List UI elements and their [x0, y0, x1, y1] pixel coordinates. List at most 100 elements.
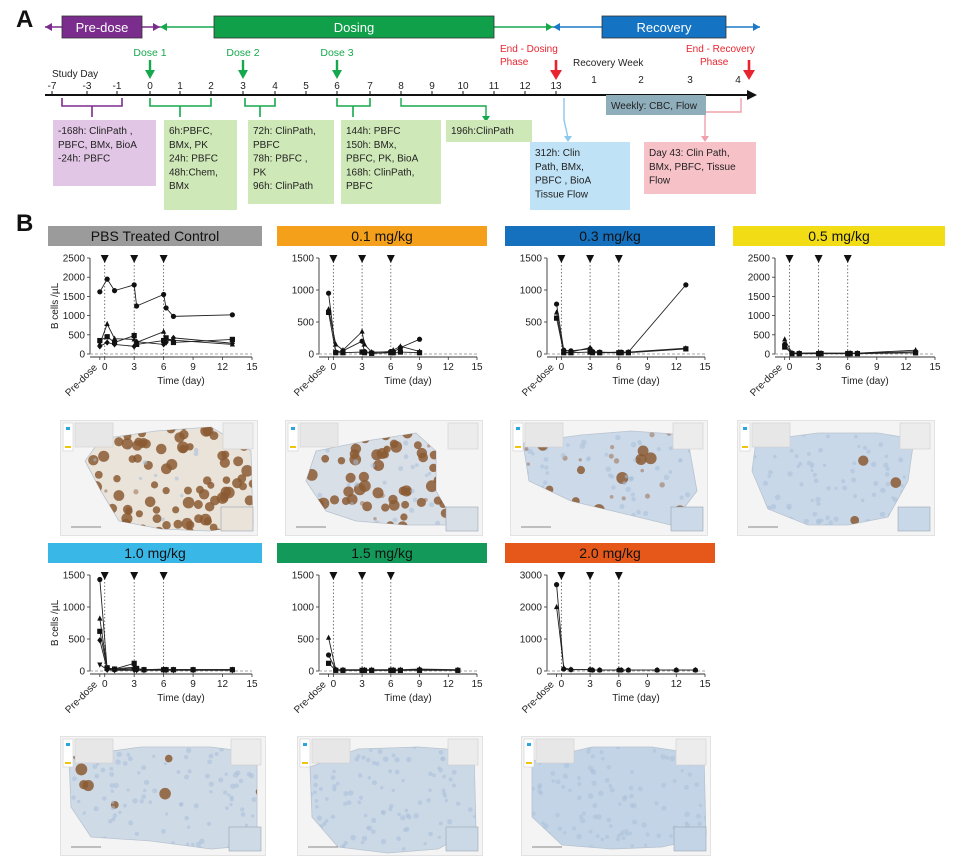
follicle-mark — [542, 480, 548, 485]
follicle-mark — [222, 790, 228, 795]
follicle-mark — [672, 778, 677, 784]
data-point — [111, 668, 118, 674]
end-recovery-label: End - Recovery — [686, 44, 755, 55]
y-tick-label: 1500 — [292, 254, 315, 265]
data-point — [163, 335, 169, 341]
data-point — [625, 666, 631, 673]
navigator-marker-icon — [516, 427, 520, 430]
follicle-mark — [448, 777, 453, 782]
follicle-mark — [841, 479, 846, 484]
follicle-mark — [353, 459, 359, 465]
data-series — [325, 634, 461, 672]
follicle-mark — [898, 457, 904, 463]
data-point — [97, 628, 103, 634]
follicle-mark — [796, 464, 801, 469]
follicle-mark — [621, 796, 627, 802]
follicle-mark — [396, 836, 401, 841]
data-point — [97, 662, 103, 668]
follicle-mark — [870, 461, 877, 468]
data-point — [229, 312, 235, 318]
data-point — [361, 667, 368, 673]
y-tick-label: 500 — [525, 318, 542, 329]
x-tick-label: 9 — [645, 362, 651, 373]
follicle-mark — [698, 803, 703, 808]
follicle-mark — [644, 493, 651, 499]
data-point — [416, 667, 423, 673]
follicle-mark — [380, 809, 387, 816]
follicle-mark — [216, 492, 229, 504]
follicle-mark — [629, 803, 635, 808]
x-axis-label: Time (day) — [612, 693, 659, 704]
x-tick-label: 0 — [102, 679, 108, 690]
follicle-mark — [214, 751, 219, 757]
follicle-mark — [428, 831, 433, 837]
dose-triangle-icon — [358, 572, 367, 580]
data-point — [163, 668, 169, 674]
follicle-mark — [659, 482, 665, 488]
follicle-mark — [163, 762, 168, 766]
follicle-mark — [350, 834, 356, 841]
follicle-mark — [347, 790, 354, 796]
data-series — [97, 615, 235, 672]
follicle-mark — [171, 841, 175, 845]
follicle-mark — [416, 447, 428, 459]
follicle-mark — [426, 798, 431, 803]
y-tick-label: 3000 — [520, 571, 543, 582]
follicle-mark — [335, 781, 340, 786]
navigator-marker-icon — [303, 743, 307, 746]
follicle-mark — [322, 822, 327, 827]
data-point — [134, 303, 140, 309]
follicle-mark — [371, 780, 377, 786]
navigator-marker-icon — [66, 427, 70, 430]
follicle-mark — [576, 795, 582, 801]
follicle-mark — [166, 458, 178, 471]
chart-title: 1.0 mg/kg — [124, 545, 186, 561]
data-series — [325, 309, 423, 356]
follicle-mark — [770, 503, 777, 510]
box-text: PK — [253, 167, 267, 178]
follicle-mark — [373, 516, 377, 521]
follicle-mark — [206, 821, 212, 826]
data-point — [683, 282, 689, 288]
follicle-mark — [403, 454, 409, 460]
follicle-mark — [164, 812, 169, 816]
series-line — [99, 618, 233, 671]
follicle-mark — [630, 492, 635, 497]
x-axis-label: Time (day) — [612, 376, 659, 387]
data-point — [553, 582, 560, 588]
box-text: 168h: ClinPath, — [346, 167, 414, 178]
day-tick-label: 5 — [303, 81, 309, 92]
phase-label: Dosing — [334, 20, 374, 35]
follicle-mark — [857, 444, 861, 449]
follicle-mark — [401, 500, 410, 509]
x-axis-label: Time (day) — [157, 693, 204, 704]
follicle-mark — [697, 821, 702, 826]
data-point — [131, 332, 137, 339]
chart-title: 0.3 mg/kg — [579, 228, 641, 244]
follicle-mark — [610, 474, 615, 479]
follicle-mark — [810, 468, 814, 473]
follicle-mark — [382, 756, 389, 762]
chart-title: 0.1 mg/kg — [351, 228, 413, 244]
data-point — [597, 350, 603, 356]
follicle-mark — [622, 481, 627, 486]
x-tick-label: 12 — [900, 362, 912, 373]
follicle-mark — [787, 471, 793, 477]
follicle-mark — [604, 777, 610, 783]
arrowhead-icon — [482, 116, 490, 122]
day-tick-label: -7 — [48, 81, 57, 92]
follicle-mark — [136, 771, 141, 775]
follicle-mark — [624, 831, 630, 837]
data-point — [683, 346, 689, 352]
x-tick-label: 15 — [699, 362, 711, 373]
dose-triangle-icon — [586, 255, 595, 263]
follicle-mark — [380, 838, 387, 845]
follicle-mark — [412, 497, 418, 503]
data-series — [553, 309, 689, 355]
follicle-mark — [852, 461, 857, 466]
data-point — [104, 334, 110, 340]
y-tick-label: 1500 — [520, 254, 543, 265]
follicle-mark — [543, 457, 549, 462]
